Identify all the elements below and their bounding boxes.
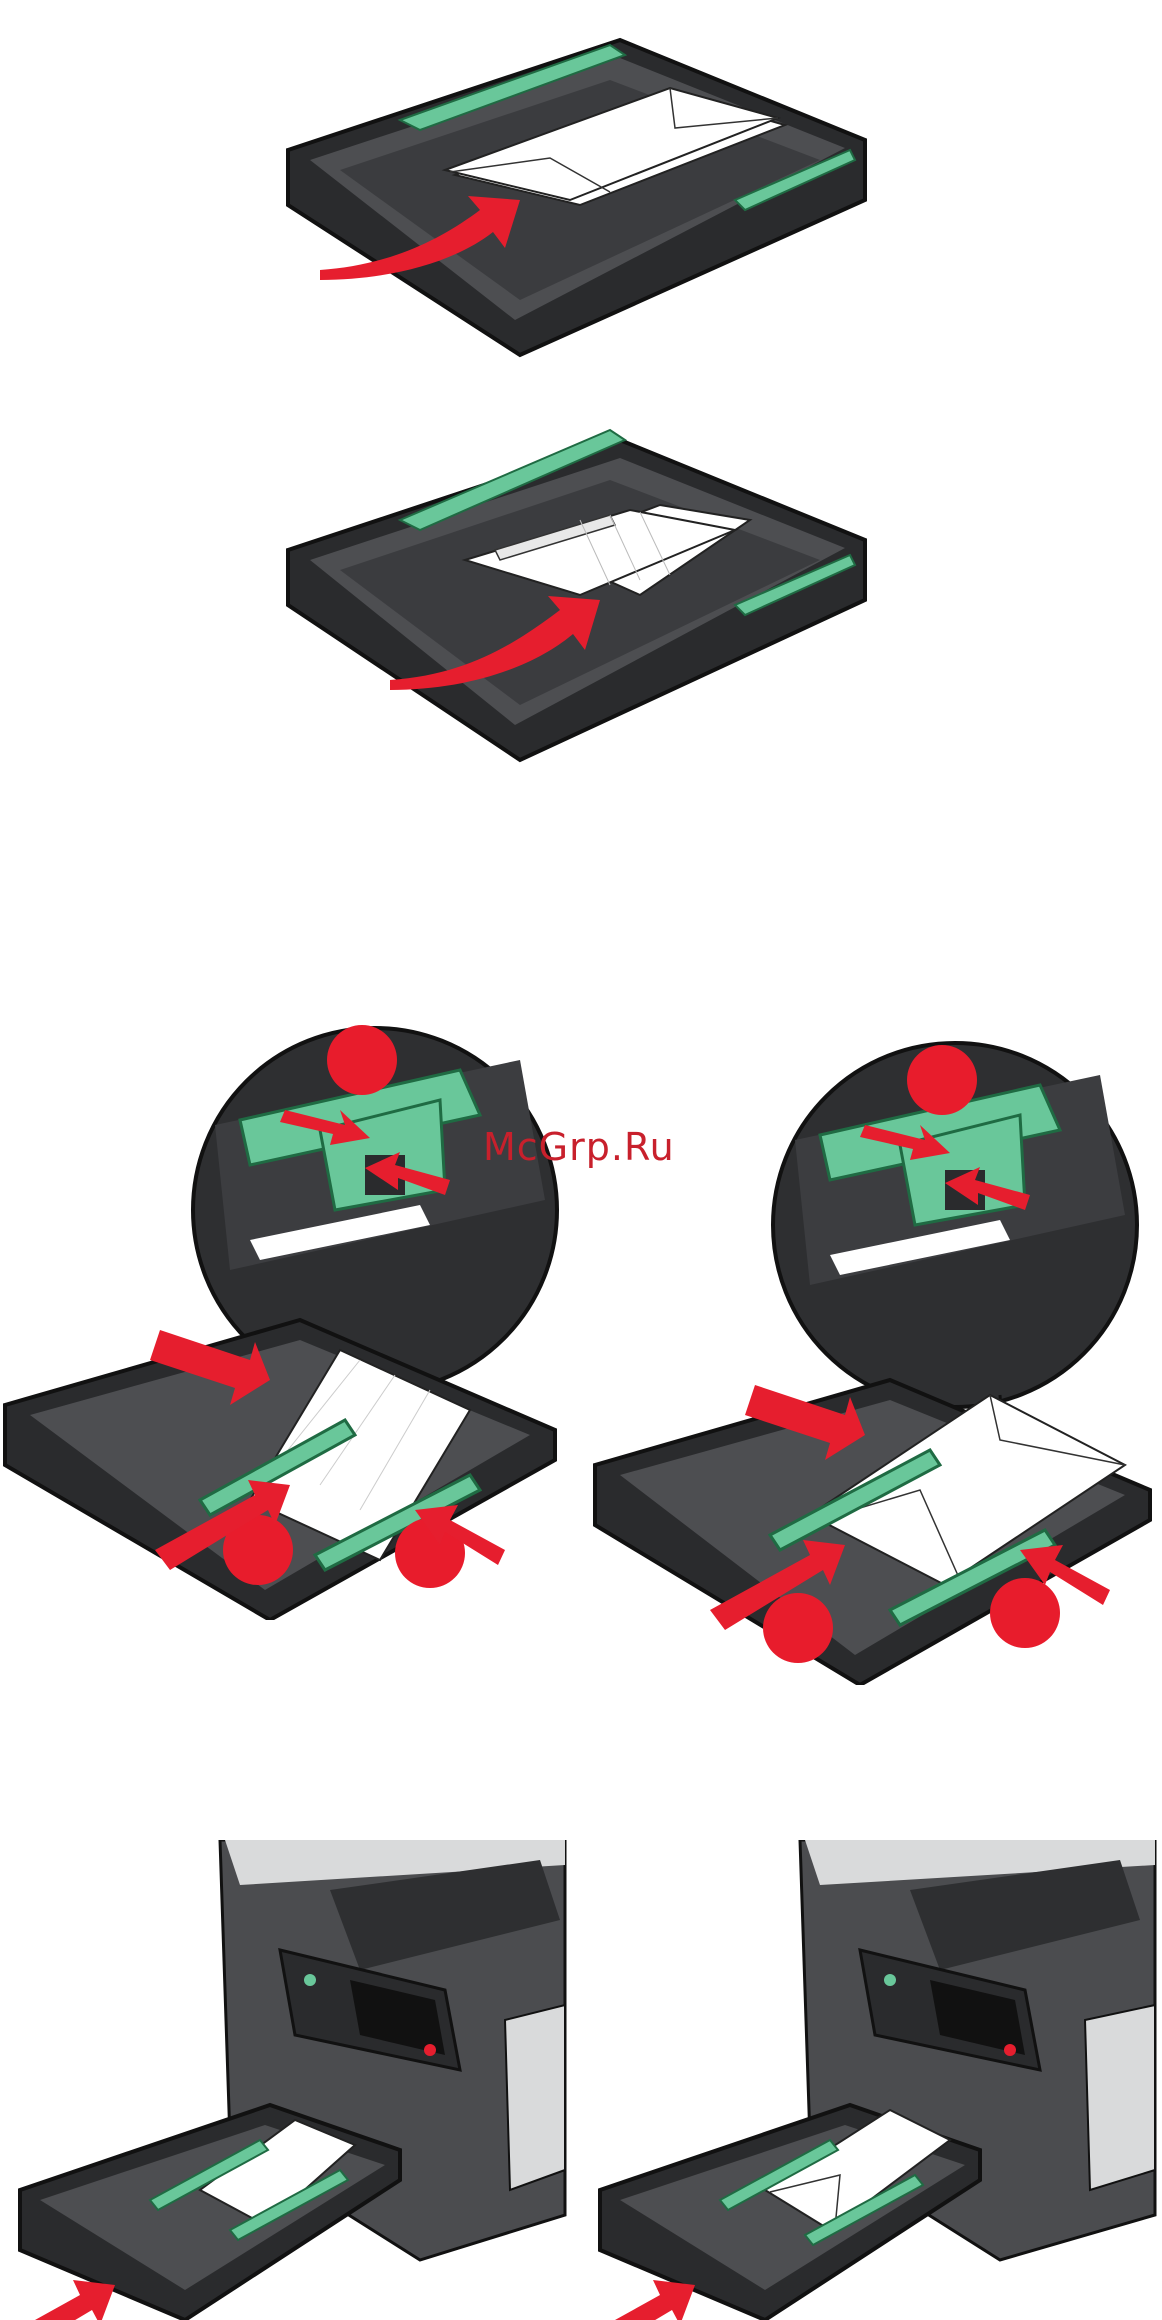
watermark-text: McGrp.Ru — [483, 1125, 675, 1169]
insert-tray-printer-figure — [0, 1840, 570, 2320]
insert-arrow-icon — [615, 2280, 695, 2320]
paper-guides-zoom-figure — [0, 940, 560, 1620]
insert-arrow-icon — [35, 2280, 115, 2320]
step-circle-icon — [327, 1025, 397, 1095]
step-circle-icon — [907, 1045, 977, 1115]
step-circle-icon — [763, 1593, 833, 1663]
step-circle-icon — [990, 1578, 1060, 1648]
insert-tray-printer-figure — [590, 1840, 1160, 2320]
photo-paper-into-tray-figure — [280, 400, 880, 770]
envelopes-into-tray-figure — [280, 0, 880, 365]
envelope-guides-zoom-figure — [590, 995, 1162, 1685]
